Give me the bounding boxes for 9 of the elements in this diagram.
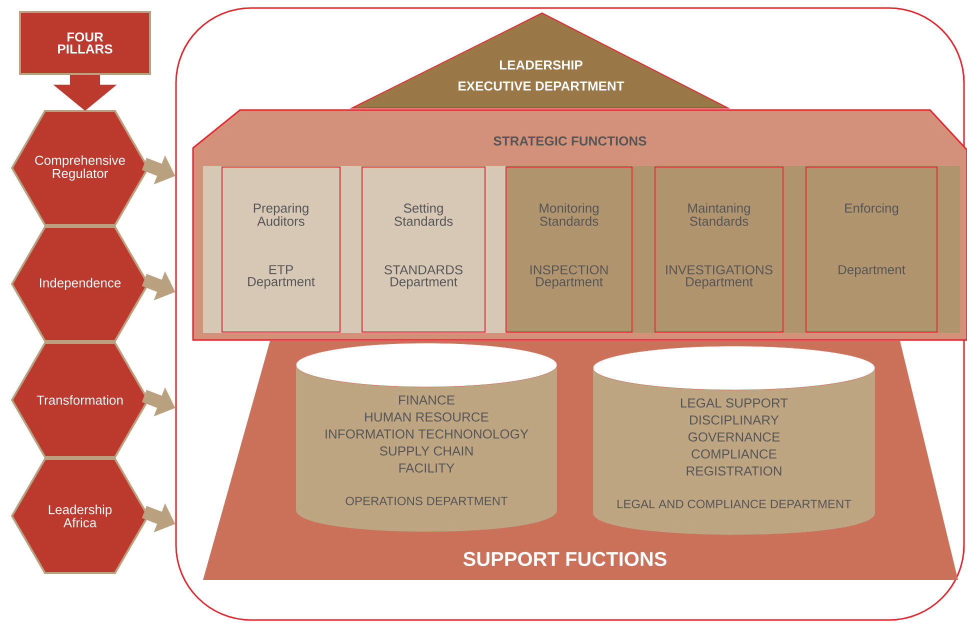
- title-box: FOUR PILLARS: [19, 11, 151, 75]
- rounded-frame: [175, 7, 965, 621]
- column-box: Preparing Auditors ETP Department: [222, 166, 340, 332]
- column-box: Enforcing Department: [806, 166, 938, 332]
- cylinder: FINANCE HUMAN RESOURCE INFORMATION TECHNONOLOGY SUPPLY CHAIN FACILITY OPERATIONS DEPARTMENT: [296, 342, 558, 532]
- column-box: Maintaning Standards INVESTIGATIONS Department: [654, 166, 784, 332]
- column-box: Setting Standards STANDARDS Department: [362, 166, 486, 332]
- cylinder: LEGAL SUPPORT DISCIPLINARY GOVERNANCE COMPLIANCE REGISTRATION LEGAL AND COMPLIANCE DEPARTMENT: [592, 346, 876, 535]
- column-box: Monitoring Standards INSPECTION Department: [506, 166, 632, 332]
